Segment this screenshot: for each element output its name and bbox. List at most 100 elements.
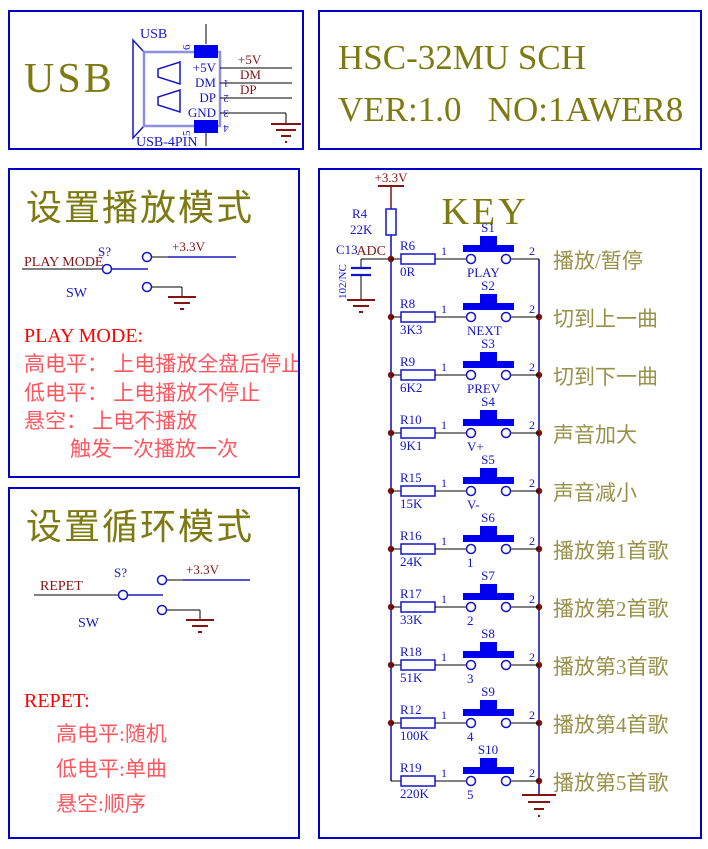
pushbutton-icon: [480, 758, 497, 769]
pin-number-1: 1: [441, 418, 447, 432]
switch-contact: [465, 543, 477, 555]
net-label-play-mode: PLAY MODE: [24, 255, 103, 270]
usb-pin-dp: DP: [199, 90, 216, 105]
resistor-icon: [400, 659, 436, 671]
ground-icon: [271, 123, 301, 143]
schematic-title: HSC-32MU SCH: [338, 38, 586, 77]
usb-pin-vbus: +5V: [193, 60, 217, 75]
resistor-icon: [400, 253, 436, 265]
usb-pad-number-6: 6: [181, 44, 193, 50]
key-row: R18 51K 1 S8 3 2 播放第3首歌: [387, 626, 669, 686]
usb-section-title: USB: [24, 56, 115, 102]
resistor-ref: R8: [400, 296, 415, 311]
pin-number-1: 1: [441, 708, 447, 722]
net-label-adc: ADC: [356, 244, 386, 259]
switch-contact: [465, 427, 477, 439]
switch-function-label: 3: [467, 671, 474, 686]
pin-number-2: 2: [529, 360, 535, 374]
pushbutton-icon: [480, 700, 497, 711]
switch-contact: [465, 601, 477, 613]
resistor-ref: R6: [400, 238, 416, 253]
key-function-description: 播放第5首歌: [553, 771, 669, 795]
switch-ref: S9: [481, 684, 495, 699]
key-row: R6 0R 1 S1 PLAY 2 播放/暂停: [387, 220, 643, 280]
switch-function-label: 2: [467, 613, 474, 628]
play-note-2: 低电平： 上电播放不停止: [24, 381, 260, 405]
key-row: R16 24K 1 S6 1 2 播放第1首歌: [387, 510, 669, 570]
switch-contact: [500, 601, 512, 613]
spdt-switch-icon: [34, 574, 168, 616]
key-row: R10 9K1 1 S4 V+ 2 声音加大: [387, 394, 637, 454]
pushbutton-icon: [480, 236, 497, 247]
switch-contact: [465, 311, 477, 323]
switch-contact: [500, 253, 512, 265]
resistor-icon: [400, 427, 436, 439]
resistor-icon: [400, 717, 436, 729]
switch-name: SW: [78, 616, 100, 631]
resistor-icon: [400, 601, 436, 613]
switch-ref: S2: [481, 278, 495, 293]
resistor-ref: R10: [400, 412, 422, 427]
pullup-ref: R4: [352, 206, 368, 221]
play-notes-title: PLAY MODE:: [24, 325, 143, 347]
pin-number-2: 2: [529, 766, 535, 780]
usb-pin-number-1: 1: [223, 77, 229, 89]
key-panel: +3.3V R4 22K KEY ADC: [318, 168, 702, 839]
resistor-ref: R12: [400, 702, 422, 717]
capacitor-branch: [347, 258, 391, 313]
key-schematic: +3.3V R4 22K KEY ADC: [336, 170, 669, 817]
usb-fork-icon: [157, 88, 181, 114]
switch-ref: S10: [478, 742, 498, 757]
pushbutton-icon: [480, 584, 497, 595]
resistor-value: 100K: [400, 728, 430, 743]
key-function-description: 播放/暂停: [553, 249, 643, 273]
switch-ref: S5: [481, 452, 495, 467]
resistor-icon: [400, 369, 436, 381]
pushbutton-icon: [480, 352, 497, 363]
capacitor-value: 102/NC: [337, 264, 349, 299]
net-label-3v3: +3.3V: [186, 562, 220, 577]
usb-pin-number-3: 3: [223, 107, 229, 119]
key-row: R15 15K 1 S5 V- 2 声音减小: [387, 452, 637, 512]
switch-name: SW: [66, 286, 88, 301]
usb-pin-dm: DM: [195, 75, 216, 90]
repeat-mode-schematic: 设置循环模式 S? REPET +3.3V SW REPET: 高电平:: [24, 507, 254, 816]
pushbutton-icon: [480, 468, 497, 479]
title-panel: HSC-32MU SCH VER:1.0 NO:1AWER8: [318, 10, 702, 150]
pin-number-1: 1: [441, 534, 447, 548]
switch-contact: [465, 775, 477, 787]
repeat-mode-title: 设置循环模式: [26, 507, 254, 547]
ground-icon: [186, 619, 214, 633]
pin-number-1: 1: [441, 650, 447, 664]
pin-number-2: 2: [529, 418, 535, 432]
repeat-notes-title: REPET:: [24, 690, 90, 712]
switch-contact: [500, 311, 512, 323]
resistor-value: 24K: [400, 554, 423, 569]
usb-pin-gnd: GND: [188, 105, 216, 120]
switch-function-label: PREV: [467, 381, 501, 396]
net-label-dm: DM: [240, 67, 261, 82]
resistor-icon: [400, 311, 436, 323]
usb-pin-number-4: 4: [223, 122, 229, 134]
resistor-icon: [400, 775, 436, 787]
switch-ref: S6: [481, 510, 495, 525]
switch-contact: [500, 659, 512, 671]
pullup-value: 22K: [350, 222, 373, 237]
repeat-note-1: 高电平:随机: [56, 722, 167, 746]
key-row: R19 220K 1 S10 5 2 播放第5首歌: [391, 742, 669, 802]
pushbutton-icon: [480, 526, 497, 537]
usb-schematic: USB USB +5V DM DP GND: [24, 24, 301, 148]
switch-contact: [465, 485, 477, 497]
key-row: R12 100K 1 S9 4 2 播放第4首歌: [387, 684, 669, 744]
pushbutton-icon: [480, 294, 497, 305]
switch-ref: S4: [481, 394, 495, 409]
resistor-ref: R19: [400, 760, 422, 775]
pushbutton-icon: [463, 477, 514, 484]
resistor-ref: R9: [400, 354, 415, 369]
pushbutton-icon: [480, 642, 497, 653]
pushbutton-icon: [463, 361, 514, 368]
switch-contact: [465, 369, 477, 381]
key-function-description: 播放第4首歌: [553, 713, 669, 737]
key-function-description: 声音加大: [553, 423, 637, 447]
ground-icon: [522, 794, 556, 817]
